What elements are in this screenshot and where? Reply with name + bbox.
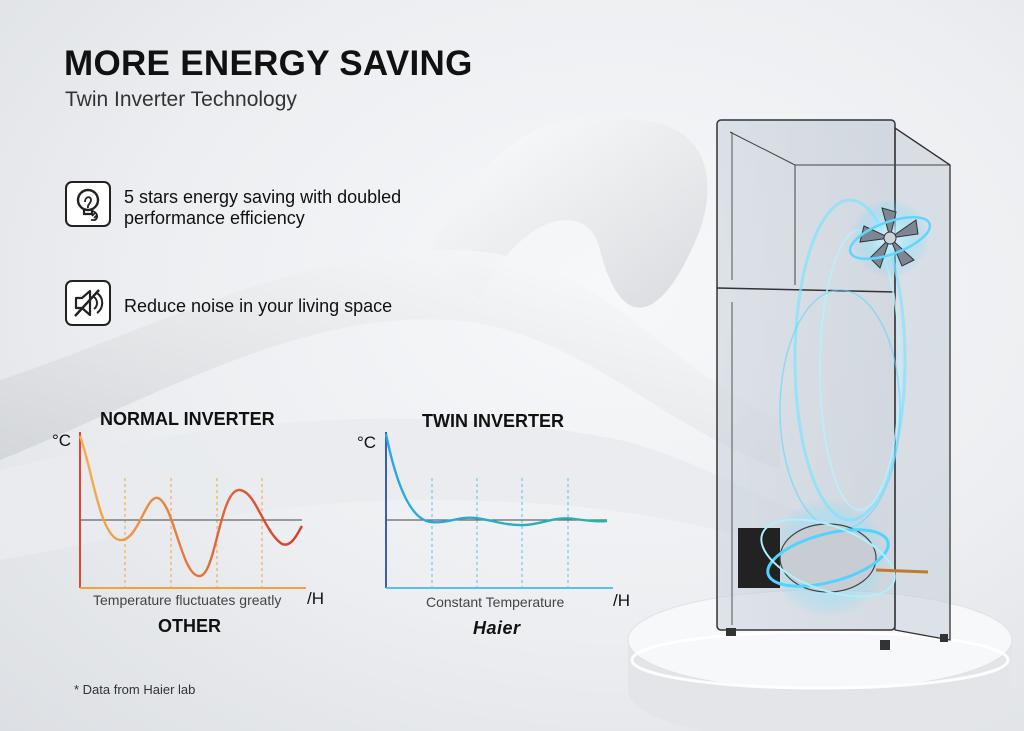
twin-inverter-chart	[384, 432, 613, 589]
compressor-box	[738, 528, 780, 588]
normal-inverter-y-unit: °C	[52, 431, 72, 450]
twin-inverter-y-unit: °C	[357, 433, 377, 452]
page-title: MORE ENERGY SAVING	[64, 44, 473, 83]
feature-noise-text: Reduce noise in your living space	[124, 296, 393, 316]
haier-logo: Haier	[473, 618, 521, 638]
normal-inverter-chart	[78, 432, 306, 589]
twin-inverter-caption: Constant Temperature	[426, 594, 565, 610]
page-subtitle: Twin Inverter Technology	[65, 88, 297, 111]
twin-inverter-x-unit: /H	[613, 591, 630, 610]
other-label: OTHER	[158, 616, 221, 636]
normal-inverter-x-unit: /H	[307, 589, 324, 608]
normal-temperature-curve	[78, 435, 304, 578]
normal-inverter-caption: Temperature fluctuates greatly	[93, 592, 282, 608]
normal-inverter-title: NORMAL INVERTER	[100, 409, 275, 429]
twin-temperature-curve	[384, 433, 608, 527]
footnote: * Data from Haier lab	[74, 682, 196, 697]
feature-energy-line2: performance efficiency	[124, 208, 305, 228]
refrigerator-illustration	[716, 119, 951, 650]
twin-inverter-title: TWIN INVERTER	[422, 411, 564, 431]
feature-energy-text: 5 stars energy saving with doubled perfo…	[124, 187, 401, 229]
muted-speaker-icon	[65, 280, 111, 326]
feature-energy-line1: 5 stars energy saving with doubled	[124, 187, 402, 207]
energy-bulb-plug-icon	[65, 181, 111, 227]
